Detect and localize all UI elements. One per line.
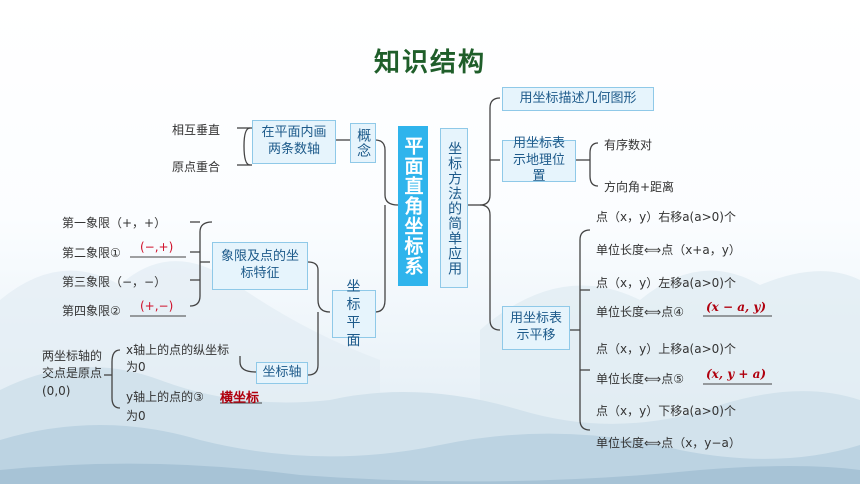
quadrant-4-answer: (+,−) (140, 299, 174, 313)
x-axis-text: x轴上的点的纵坐标为0 (126, 343, 230, 375)
location-item-direction: 方向角+距离 (604, 180, 675, 194)
translate-down-move: 点（x，y）下移a(a>0)个 (596, 404, 736, 418)
intersection-text: 两坐标轴的交点是原点(0,0) (42, 349, 103, 398)
translate-up-move: 点（x，y）上移a(a>0)个 (596, 342, 736, 356)
center-topic-box: 平面直角坐标系 (398, 126, 428, 286)
concept-box: 概念 (350, 123, 376, 163)
y-axis-answer: 横坐标 (220, 391, 260, 406)
y-axis-text: y轴上的点的③ (126, 390, 204, 404)
y-axis-text-end: 为0 (126, 409, 146, 423)
location-box: 用坐标表示地理位置 (502, 136, 576, 184)
translate-up-result: 单位长度⟺点⑤ (596, 372, 684, 386)
quadrant-1-label: 第一象限（+，+） (62, 216, 167, 230)
method-box: 坐标方法的简单应用 (440, 128, 468, 288)
quadrant-box: 象限及点的坐标特征 (212, 242, 308, 290)
quadrant-3-label: 第三象限（−，−） (62, 275, 167, 289)
translate-left-answer: (x − a, y) (706, 300, 767, 314)
concept-desc-box: 在平面内画两条数轴 (252, 120, 336, 164)
concept-item-perpendicular: 相互垂直 (172, 123, 221, 137)
axis-box: 坐标轴 (256, 362, 308, 384)
translate-up-answer: (x, y + a) (706, 367, 767, 381)
translate-right-result: 单位长度⟺点（x+a，y） (596, 243, 741, 257)
translate-right-move: 点（x，y）右移a(a>0)个 (596, 210, 736, 224)
page-title: 知识结构 (373, 48, 486, 78)
translate-down-result: 单位长度⟺点（x，y−a） (596, 436, 741, 450)
concept-item-origin: 原点重合 (172, 160, 221, 174)
quadrant-2-answer: (−,+) (140, 240, 174, 254)
translate-left-result: 单位长度⟺点④ (596, 305, 684, 319)
quadrant-4-label: 第四象限② (62, 304, 121, 318)
describe-box: 用坐标描述几何图形 (502, 87, 654, 111)
plane-box: 坐标平面 (332, 279, 376, 349)
location-item-ordered-pair: 有序数对 (604, 138, 653, 152)
translate-box: 用坐标表示平移 (502, 306, 570, 350)
translate-left-move: 点（x，y）左移a(a>0)个 (596, 276, 736, 290)
quadrant-2-label: 第二象限① (62, 246, 121, 260)
